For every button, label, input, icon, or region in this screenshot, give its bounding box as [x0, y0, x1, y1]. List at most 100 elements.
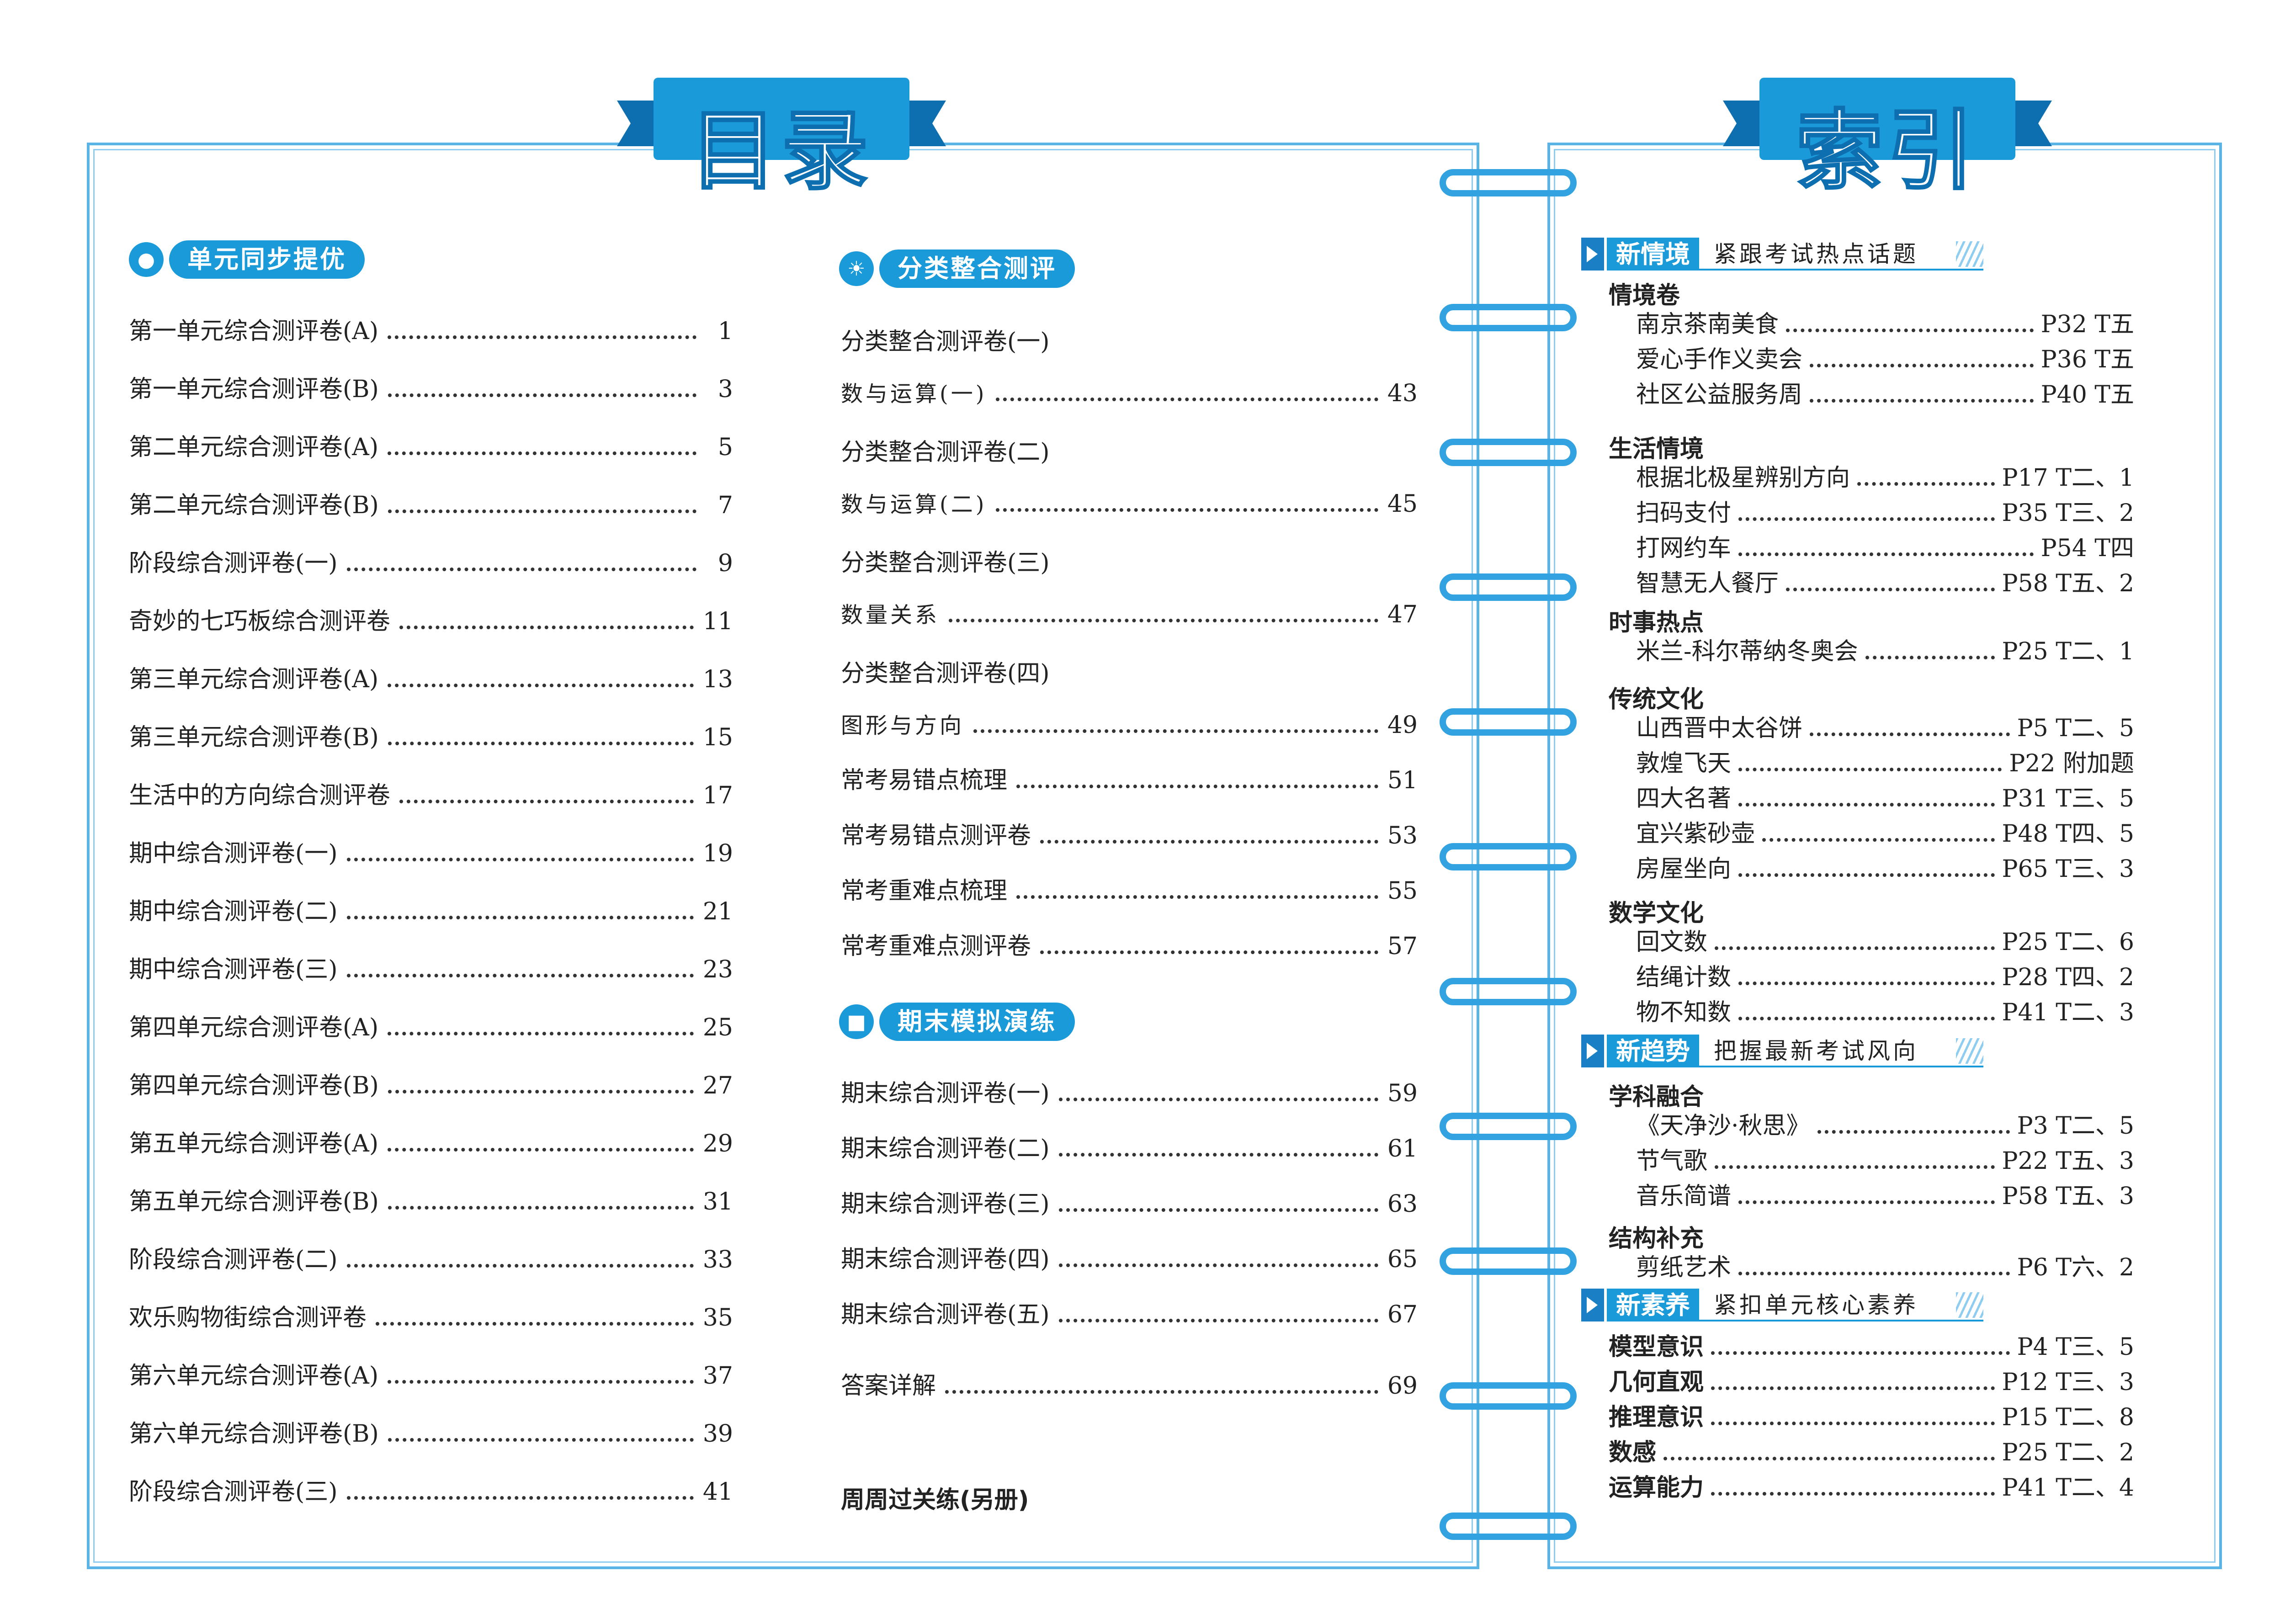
index-group-tag: 新情境: [1607, 238, 1699, 271]
dot-leader: [1711, 1386, 1995, 1390]
toc-entry[interactable]: 第三单元综合测评卷(B)15: [129, 722, 733, 754]
index-group-header: 新趋势把握最新考试风向: [1581, 1035, 1983, 1067]
index-group-subtitle: 紧扣单元核心素养: [1714, 1292, 1918, 1318]
toc-entry[interactable]: 阶段综合测评卷(三)41: [129, 1476, 733, 1508]
toc-entry[interactable]: 数与运算(一)43: [841, 377, 1418, 409]
toc-entry-label: 生活中的方向综合测评卷: [129, 782, 391, 809]
dot-leader: [399, 800, 694, 803]
index-category: 传统文化: [1609, 686, 1704, 713]
toc-entry[interactable]: 第一单元综合测评卷(B)3: [129, 373, 733, 405]
toc-entry[interactable]: 数与运算(二)45: [841, 488, 1418, 520]
index-entry-label: 米兰-科尔蒂纳冬奥会: [1636, 638, 1858, 665]
toc-entry[interactable]: 期中综合测评卷(二)21: [129, 896, 733, 928]
toc-entry[interactable]: 第六单元综合测评卷(A)37: [129, 1360, 733, 1392]
dot-leader: [1810, 399, 2034, 403]
toc-entry[interactable]: 期中综合测评卷(三)23: [129, 954, 733, 986]
toc-entry[interactable]: 期中综合测评卷(一)19: [129, 838, 733, 870]
toc-entry[interactable]: 期末综合测评卷(二)61: [841, 1133, 1418, 1165]
dot-leader: [1058, 1263, 1378, 1267]
dot-leader: [1058, 1208, 1378, 1212]
dot-leader: [1711, 1422, 1995, 1425]
toc-entry-label: 期末综合测评卷(一): [841, 1080, 1050, 1107]
toc-entry-page: 53: [1387, 822, 1418, 849]
dot-leader: [1738, 1272, 2010, 1275]
index-entry-ref: P25 T二、6: [2002, 929, 2134, 956]
toc-entry[interactable]: 第四单元综合测评卷(B)27: [129, 1070, 733, 1102]
toc-entry[interactable]: 第三单元综合测评卷(A)13: [129, 663, 733, 695]
toc-entry-page: 49: [1387, 711, 1418, 739]
toc-entry-page: 37: [702, 1362, 733, 1390]
dot-leader: [388, 1206, 694, 1210]
toc-heading: 分类整合测评卷(一): [841, 328, 1050, 356]
toc-entry[interactable]: 阶段综合测评卷(一)9: [129, 547, 733, 579]
dot-leader: [996, 398, 1378, 401]
dot-leader: [1738, 768, 2002, 771]
toc-entry-label: 阶段综合测评卷(三): [129, 1478, 338, 1506]
dot-leader: [1711, 1492, 1995, 1496]
index-group-subtitle: 把握最新考试风向: [1714, 1038, 1918, 1064]
toc-entry[interactable]: 第五单元综合测评卷(B)31: [129, 1186, 733, 1218]
index-entry-label: 几何直观: [1609, 1369, 1704, 1396]
dot-leader: [949, 619, 1378, 622]
dot-leader: [376, 1322, 694, 1326]
index-group-header: 新素养紧扣单元核心素养: [1581, 1289, 1983, 1321]
toc-entry-label: 第一单元综合测评卷(B): [129, 376, 379, 403]
dot-leader: [1016, 895, 1378, 899]
toc-entry[interactable]: 第四单元综合测评卷(A)25: [129, 1012, 733, 1044]
toc-entry-page: 1: [717, 318, 733, 345]
toc-entry[interactable]: 阶段综合测评卷(二)33: [129, 1244, 733, 1276]
toc-entry-page: 51: [1387, 767, 1418, 794]
toc-entry[interactable]: 期末综合测评卷(三)63: [841, 1188, 1418, 1220]
toc-entry[interactable]: 第二单元综合测评卷(B)7: [129, 489, 733, 521]
binder-ring: [1440, 1382, 1577, 1410]
toc-entry[interactable]: 期末综合测评卷(一)59: [841, 1077, 1418, 1109]
toc-entry[interactable]: 第六单元综合测评卷(B)39: [129, 1418, 733, 1450]
index-entry[interactable]: 《天净沙·秋思》P3 T二、5: [1636, 1109, 2134, 1142]
index-entry-label: 物不知数: [1636, 999, 1732, 1026]
toc-entry[interactable]: 第五单元综合测评卷(A)29: [129, 1128, 733, 1160]
index-entry-label: 推理意识: [1609, 1404, 1704, 1431]
toc-entry[interactable]: 第一单元综合测评卷(A)1: [129, 315, 733, 347]
dot-leader: [1058, 1153, 1378, 1157]
toc-entry[interactable]: 期末综合测评卷(五)67: [841, 1299, 1418, 1331]
index-group-tag: 新素养: [1607, 1289, 1699, 1321]
toc-entry[interactable]: 期末综合测评卷(四)65: [841, 1243, 1418, 1275]
toc-entry[interactable]: 第二单元综合测评卷(A)5: [129, 431, 733, 463]
binder-ring: [1440, 169, 1577, 196]
header-hatch: [1956, 241, 1983, 267]
